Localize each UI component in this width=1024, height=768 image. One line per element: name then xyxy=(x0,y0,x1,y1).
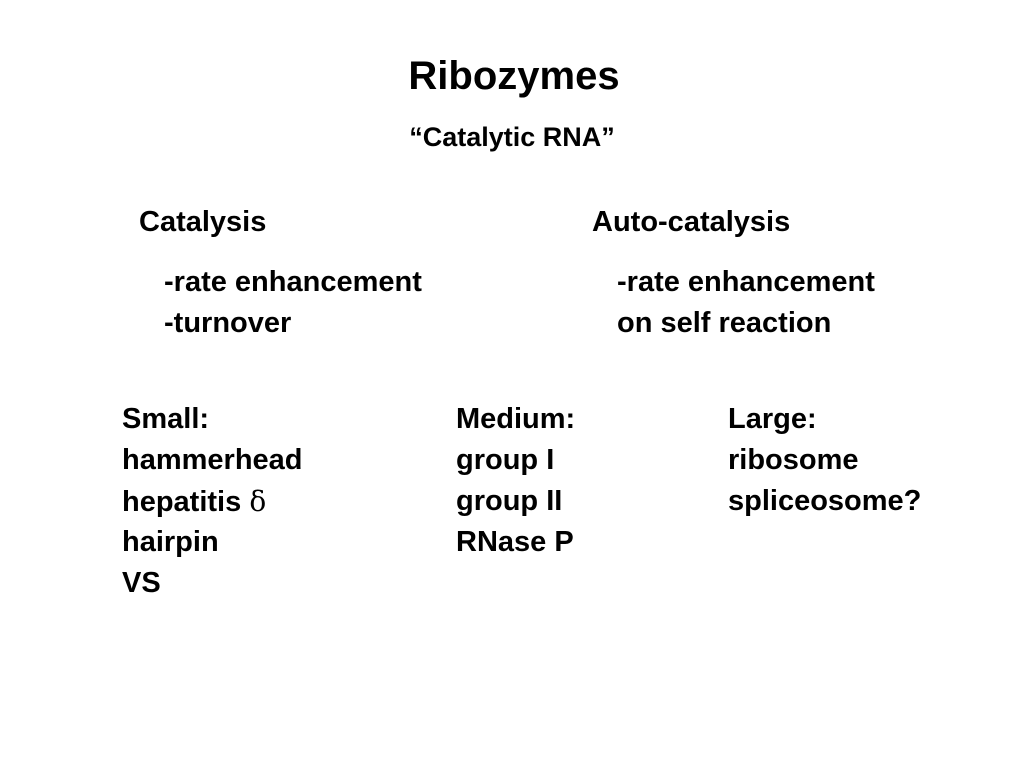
small-item: VS xyxy=(122,567,161,599)
slide-subtitle: “Catalytic RNA” xyxy=(409,122,615,152)
medium-heading: Medium: xyxy=(456,403,576,435)
catalysis-list: -rate enhancement -turnover xyxy=(164,262,422,344)
small-item-hepatitis: hepatitis δ xyxy=(122,481,303,522)
catalysis-item: -rate enhancement xyxy=(164,266,422,298)
medium-item: RNase P xyxy=(456,526,574,558)
auto-catalysis-item: -rate enhancement xyxy=(617,266,875,298)
small-item: hammerhead xyxy=(122,444,303,476)
large-item: ribosome xyxy=(728,444,859,476)
large-heading: Large: xyxy=(728,403,817,435)
delta-symbol: δ xyxy=(249,485,267,518)
auto-catalysis-list: -rate enhancement on self reaction xyxy=(617,262,875,344)
auto-catalysis-heading: Auto-catalysis xyxy=(592,206,791,238)
small-heading: Small: xyxy=(122,403,210,435)
medium-item: group I xyxy=(456,444,555,476)
slide-title: Ribozymes xyxy=(408,54,620,98)
catalysis-item: -turnover xyxy=(164,307,292,339)
auto-catalysis-item: on self reaction xyxy=(617,307,832,339)
small-ribozymes-column: Small: hammerhead hepatitis δ hairpin VS xyxy=(122,399,303,604)
small-item: hairpin xyxy=(122,526,219,558)
small-item-label: hepatitis xyxy=(122,486,242,518)
large-item: spliceosome? xyxy=(728,485,922,517)
large-ribozymes-column: Large: ribosome spliceosome? xyxy=(728,399,921,522)
medium-item: group II xyxy=(456,485,563,517)
medium-ribozymes-column: Medium: group I group II RNase P xyxy=(456,399,575,563)
catalysis-heading: Catalysis xyxy=(139,206,267,238)
